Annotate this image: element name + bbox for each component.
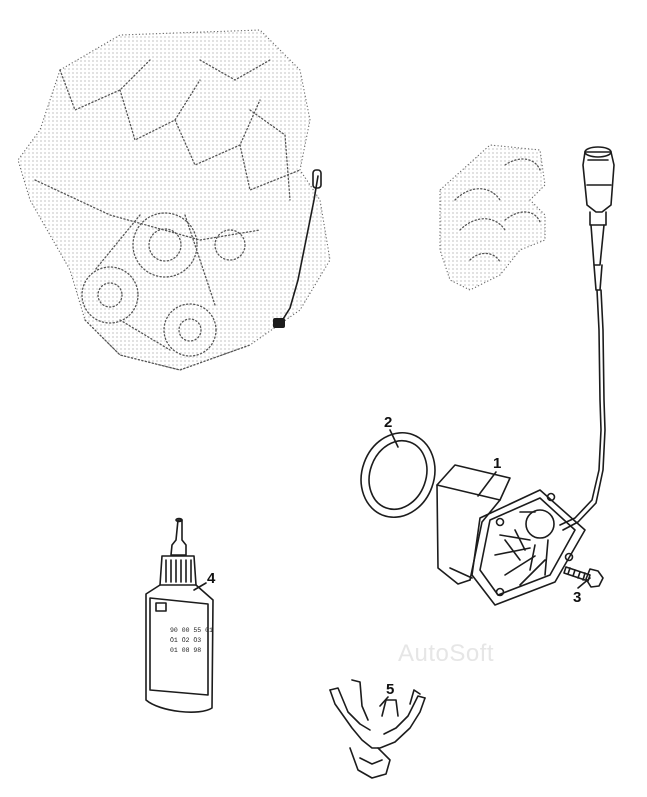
engine-assembly-illustration bbox=[17, 29, 331, 371]
leader-line-4 bbox=[193, 582, 207, 591]
callout-label-1: 1 bbox=[493, 455, 502, 472]
callout-label-3: 3 bbox=[573, 589, 582, 606]
clip-part-5 bbox=[329, 679, 426, 779]
bottle-label-line-2: Ö1 Ö2 Ö3 bbox=[170, 636, 201, 644]
leader-line-2 bbox=[389, 429, 399, 448]
o-ring-part-2 bbox=[360, 431, 436, 519]
callout-label-2: 2 bbox=[384, 414, 393, 431]
callout-label-4: 4 bbox=[207, 570, 216, 587]
callout-label-5: 5 bbox=[386, 681, 395, 698]
bracket-cluster-illustration bbox=[439, 144, 546, 291]
engine-dipstick-outline bbox=[273, 169, 322, 328]
dipstick-tube-illustration bbox=[559, 146, 615, 531]
sealant-bottle-part-4 bbox=[145, 517, 214, 713]
housing-part-1 bbox=[436, 464, 586, 606]
bolt-part-3 bbox=[563, 566, 604, 588]
bottle-label-line-4: 01 08 98 bbox=[170, 647, 201, 654]
leader-line-5 bbox=[379, 696, 389, 707]
watermark-text: AutoSoft bbox=[398, 640, 495, 667]
bottle-label-line-1: 90 00 55 01 bbox=[170, 627, 213, 634]
leader-line-3 bbox=[577, 577, 591, 589]
leader-line-1 bbox=[477, 471, 497, 497]
